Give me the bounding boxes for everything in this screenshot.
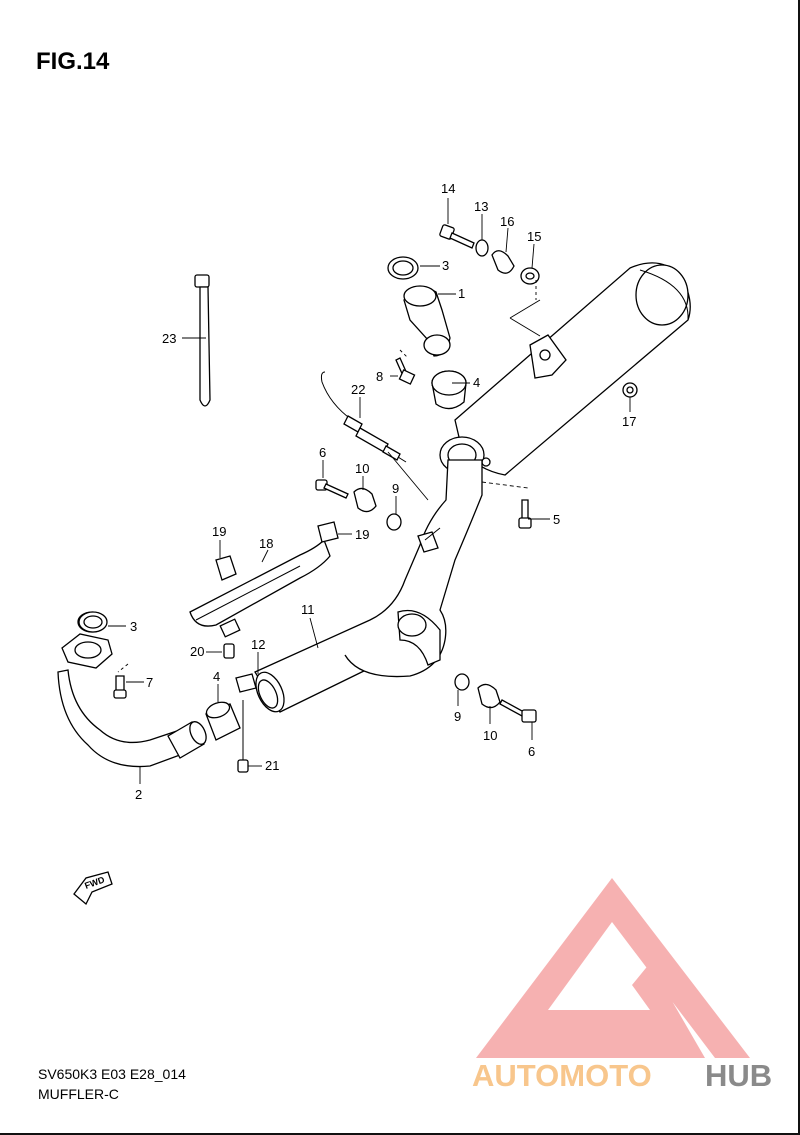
callout-numbers: 14 13 16 15 3 1 23 8 4 22 17 6 10 9 5 19… <box>130 181 636 802</box>
callout-23: 23 <box>162 331 176 346</box>
callout-17: 17 <box>622 414 636 429</box>
muffler-body <box>439 262 691 476</box>
bolt-17 <box>622 382 638 398</box>
callout-2: 2 <box>135 787 142 802</box>
callout-10-lower: 10 <box>483 728 497 743</box>
clamp-19 <box>215 521 339 581</box>
callout-12: 12 <box>251 637 265 652</box>
callout-16: 16 <box>500 214 514 229</box>
mount-hardware-lower <box>454 673 537 723</box>
exhaust-pipe-11 <box>254 459 483 713</box>
figure-title: FIG.14 <box>36 48 110 75</box>
bolt-5 <box>518 499 532 529</box>
callout-20: 20 <box>190 644 204 659</box>
callout-6-upper: 6 <box>319 445 326 460</box>
callout-6-lower: 6 <box>528 744 535 759</box>
callout-15: 15 <box>527 229 541 244</box>
fwd-arrow: FWD <box>73 871 113 906</box>
oxygen-sensor-22 <box>320 371 407 463</box>
callout-19-left: 19 <box>212 524 226 539</box>
callout-19-right: 19 <box>355 527 369 542</box>
mount-hardware-top <box>439 224 540 285</box>
callout-5: 5 <box>553 512 560 527</box>
callout-14: 14 <box>441 181 455 196</box>
callout-4-upper: 4 <box>473 375 480 390</box>
model-code: SV650K3 E03 E28_014 <box>38 1066 186 1082</box>
callout-22: 22 <box>351 382 365 397</box>
callout-21: 21 <box>265 758 279 773</box>
watermark-logo: AUTOMOTO HUB <box>472 878 772 1093</box>
watermark-text-part2: HUB <box>705 1058 772 1093</box>
callout-4-lower: 4 <box>213 669 220 684</box>
callout-1: 1 <box>458 286 465 301</box>
callout-18: 18 <box>259 536 273 551</box>
front-pipe-2 <box>57 611 207 768</box>
bolt-8 <box>395 357 416 385</box>
bolt-20 <box>223 643 235 659</box>
callout-13: 13 <box>474 199 488 214</box>
bolt-7 <box>113 675 127 699</box>
cable-tie-23 <box>194 274 211 407</box>
heat-shield-18 <box>189 538 331 638</box>
callout-11: 11 <box>301 602 315 617</box>
callout-9-upper: 9 <box>392 481 399 496</box>
callout-10-upper: 10 <box>355 461 369 476</box>
leader-lines <box>108 198 631 784</box>
callout-3-lower: 3 <box>130 619 137 634</box>
watermark-text-part1: AUTOMOTO <box>472 1058 652 1093</box>
callout-3-upper: 3 <box>442 258 449 273</box>
section-name: MUFFLER-C <box>38 1086 119 1102</box>
connector-4-lower <box>205 701 241 741</box>
mount-hardware-upper <box>315 479 402 531</box>
callout-8: 8 <box>376 369 383 384</box>
clamp-12 <box>235 673 257 773</box>
callout-7: 7 <box>146 675 153 690</box>
watermark-triangle <box>476 878 750 1058</box>
joint-pipe-1 <box>387 256 467 410</box>
gasket-3-lower <box>78 611 108 633</box>
callout-9-lower: 9 <box>454 709 461 724</box>
